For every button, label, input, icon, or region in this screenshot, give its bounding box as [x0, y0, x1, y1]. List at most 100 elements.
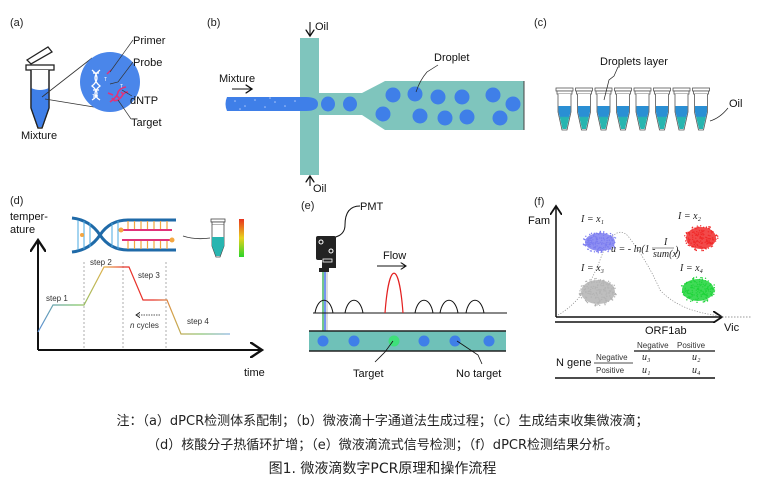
dna-amplification-icon: [71, 216, 211, 254]
signal-peak-negative: [439, 299, 459, 314]
droplet: [505, 96, 521, 112]
temperature-profile: [37, 266, 230, 335]
svg-text:T: T: [104, 77, 107, 83]
step-1-label: step 1: [46, 294, 68, 303]
droplet-label: Droplet: [434, 52, 469, 64]
cluster-label-x4: I = x₄: [679, 263, 704, 274]
cluster-negative-fam: [582, 230, 617, 254]
n-cycles-label: n cycles: [130, 321, 159, 330]
tube-strip: [555, 87, 710, 131]
caption-note-line-2: （d）核酸分子热循环扩增；（e）微液滴流式信号检测；（f）dPCR检测结果分析。: [146, 438, 619, 453]
signal-peak-negative: [344, 299, 364, 314]
step-2-label: step 2: [90, 258, 112, 267]
probe-label: Probe: [133, 57, 162, 69]
panel-a: (a) T T T: [10, 17, 166, 142]
step-4-label: step 4: [187, 317, 209, 326]
poisson-formula: u = - ln(1 - I sum(x) ): [611, 237, 681, 260]
cluster-label-x1: I = x₁: [580, 214, 604, 225]
pcr-tube: [672, 87, 691, 131]
panel-c-label: (c): [534, 17, 547, 29]
panel-e-label: (e): [301, 200, 314, 212]
pmt-detector-icon: [316, 236, 336, 272]
flow-label: Flow: [383, 250, 406, 262]
fluorescence-scale: [239, 219, 244, 257]
primer-label: Primer: [133, 35, 166, 47]
pcr-tube: [575, 87, 593, 131]
no-target-droplet: [483, 335, 495, 347]
svg-text:): ): [674, 245, 679, 256]
figure-title: 图1. 微液滴数字PCR原理和操作流程: [268, 461, 497, 477]
panel-b: (b) Oil Oil Mixture Droplet: [207, 17, 525, 195]
col-positive: Positive: [677, 341, 706, 350]
target-droplet-label: Target: [353, 368, 384, 380]
mixture-label: Mixture: [21, 130, 57, 142]
cluster-label-x2: I = x₂: [677, 211, 702, 222]
droplets-layer-label: Droplets layer: [600, 56, 668, 68]
panel-f: (f) Fam Vic I = x₁ I = x₂ I = x₃ I = x₄ …: [528, 196, 752, 379]
droplets: [321, 86, 521, 126]
droplet-channel: [362, 81, 524, 130]
result-table: ORF1ab Negative Positive N gene Negative…: [555, 321, 715, 379]
panel-b-label: (b): [207, 17, 220, 29]
oil-label: Oil: [729, 98, 742, 110]
caption-note-line-1: 注：（a）dPCR检测体系配制；（b）微液滴十字通道法生成过程；（c）生成结束收…: [116, 414, 649, 429]
svg-text:T: T: [120, 84, 123, 90]
signal-peak-positive: [384, 272, 404, 314]
droplet: [385, 87, 401, 103]
svg-text:u = - ln(1 -: u = - ln(1 -: [611, 244, 656, 255]
pcr-tube-icon: [210, 218, 226, 258]
pcr-tube: [594, 87, 613, 131]
droplet: [343, 96, 357, 112]
droplet: [430, 89, 446, 105]
cell-u4: u₄: [692, 365, 701, 376]
signal-peak-negative: [314, 299, 334, 314]
pcr-tube: [633, 87, 652, 131]
droplet: [437, 110, 453, 126]
cluster-double-negative: [578, 277, 617, 307]
cell-u1: u₁: [642, 365, 650, 376]
droplet: [492, 110, 508, 126]
panel-c: (c) Droplets layer Oil: [534, 17, 742, 131]
mixture-inlet-label: Mixture: [219, 73, 255, 85]
signal-peak-negative: [414, 299, 434, 314]
pcr-tube: [555, 87, 574, 131]
dna-icon: [90, 69, 102, 101]
panel-a-label: (a): [10, 17, 23, 29]
n-gene-label: N gene: [556, 357, 591, 369]
y-axis-label-1: temper-: [10, 211, 48, 223]
dntp-label: dNTP: [130, 95, 158, 107]
no-target-droplet: [449, 335, 461, 347]
droplet: [485, 87, 501, 103]
no-target-label: No target: [456, 368, 501, 380]
pcr-tube: [692, 87, 710, 131]
cell-u3: u₃: [642, 352, 651, 363]
pcr-tube: [614, 87, 632, 131]
signal-peaks: [314, 272, 485, 314]
droplet: [407, 86, 423, 102]
signal-peak-negative: [465, 299, 485, 314]
step-3-label: step 3: [138, 271, 160, 280]
svg-text:I: I: [663, 237, 668, 248]
no-target-droplet: [317, 335, 329, 347]
no-target-droplet: [418, 335, 430, 347]
panel-d-label: (d): [10, 195, 23, 207]
y-axis-label: Fam: [528, 215, 550, 227]
x-axis-label: time: [244, 367, 265, 379]
oil-bottom-label: Oil: [313, 183, 326, 195]
svg-text:sum(x): sum(x): [653, 249, 681, 260]
cluster-label-x3: I = x₃: [580, 263, 605, 274]
row-positive: Positive: [596, 366, 625, 375]
detection-channel: [309, 331, 506, 351]
no-target-droplet: [348, 335, 360, 347]
panel-e: (e) PMT Flow Target No target: [301, 200, 507, 380]
pmt-label: PMT: [360, 201, 384, 213]
figure-canvas: (a) T T T: [10, 17, 752, 380]
target-label: Target: [131, 117, 162, 129]
droplet: [321, 96, 335, 112]
row-negative: Negative: [596, 353, 628, 362]
cluster-positive-vic: [680, 276, 716, 304]
mixture-tube-icon: [25, 46, 55, 129]
svg-text:T: T: [92, 94, 95, 100]
panel-d: (d) temper- ature time step 1 step 2 ste…: [10, 195, 265, 379]
droplet: [375, 106, 391, 122]
